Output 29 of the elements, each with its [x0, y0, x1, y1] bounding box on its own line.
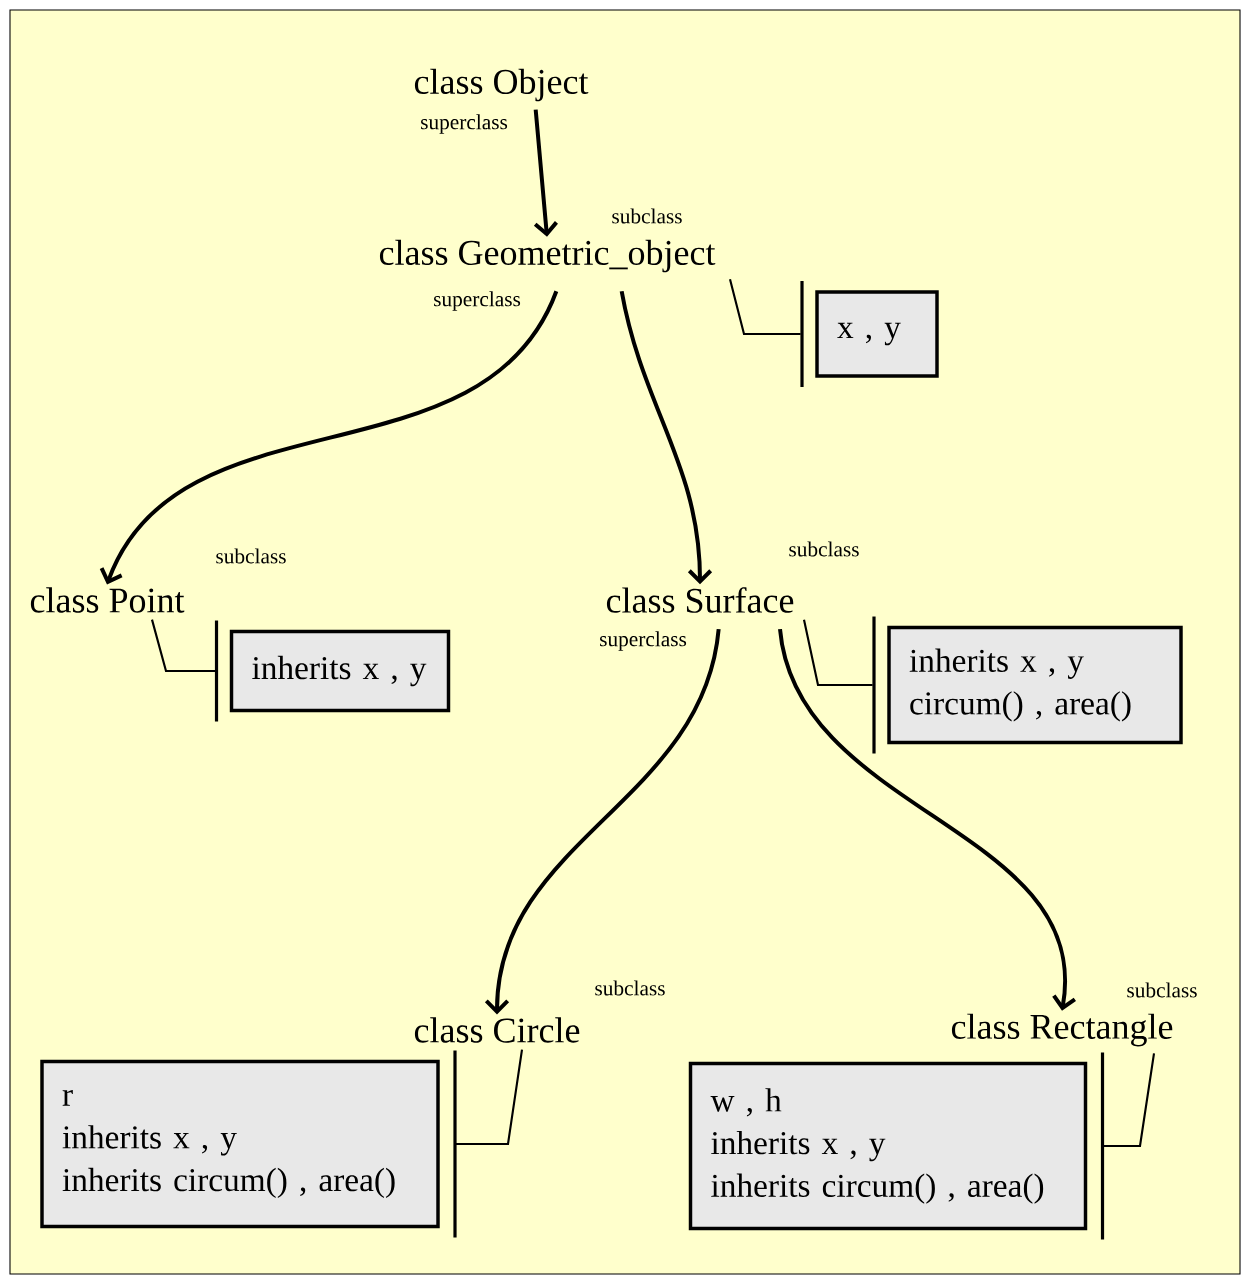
inheritance-arrow [533, 109, 558, 237]
inheritance-arrow [484, 628, 721, 1015]
attribute-box: inherits x , y circum() , area() [887, 625, 1183, 745]
connector [728, 279, 801, 336]
end-label: superclass [434, 291, 521, 311]
end-label: subclass [595, 980, 665, 996]
class-name: class Rectangle [951, 1013, 1173, 1047]
end-label: subclass [789, 541, 859, 557]
class-name: class Point [30, 587, 185, 613]
class-name: class Geometric_object [379, 239, 716, 273]
class-name: class Circle [414, 1017, 580, 1043]
inheritance-arrow [619, 290, 713, 585]
connector [150, 619, 216, 673]
attribute-box: w , h inherits x , y inherits circum() , area() [688, 1061, 1088, 1231]
end-label: subclass [612, 208, 682, 224]
connector [454, 1049, 524, 1146]
class-name: class Surface [606, 587, 794, 613]
inheritance-arrow [99, 290, 559, 585]
end-label: superclass [600, 631, 687, 651]
attribute-box: x , y [815, 290, 939, 378]
connector [1101, 1053, 1156, 1148]
inheritance-arrow [778, 628, 1076, 1011]
end-label: superclass [421, 114, 508, 134]
attribute-box: r inherits x , y inherits circum() , area() [40, 1059, 440, 1229]
connector [802, 619, 873, 687]
attribute-box: inherits x , y [229, 629, 451, 713]
end-label: subclass [216, 548, 286, 564]
end-label: subclass [1127, 982, 1197, 998]
class-name: class Object [414, 68, 589, 102]
